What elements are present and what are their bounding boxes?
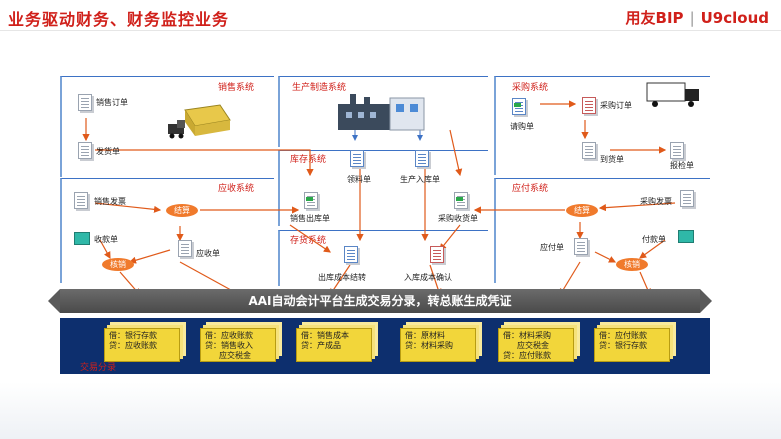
receivable-label: 应收单 xyxy=(196,249,220,258)
arrow-invoice-to-settle xyxy=(94,202,162,213)
receivable-system-label: 应收系统 xyxy=(218,184,255,194)
brand-divider: | xyxy=(689,9,695,27)
purchase-request-label: 请购单 xyxy=(510,122,534,131)
purchase-truck-icon xyxy=(646,82,699,107)
out-cost-doc-icon xyxy=(344,246,358,263)
inventory-system-box xyxy=(278,150,488,226)
brand-bip: 用友BIP xyxy=(625,9,684,27)
inventory-system-label: 库存系统 xyxy=(290,155,327,165)
payable-system-box xyxy=(494,178,710,283)
writeoff-right-oval: 核销 xyxy=(616,258,648,271)
purchase-system-box xyxy=(494,76,710,175)
payment-card-icon xyxy=(678,230,694,243)
receivable-doc-icon xyxy=(178,240,192,257)
purchase-invoice-label: 采购发票 xyxy=(640,197,672,206)
sales-invoice-doc-icon xyxy=(74,192,88,209)
out-cost-label: 出库成本结转 xyxy=(318,273,366,282)
production-in-doc-icon xyxy=(415,150,429,167)
entry-materials: 借：原材料贷：材料采购 xyxy=(400,328,476,362)
purchase-system-label: 采购系统 xyxy=(512,83,549,93)
receivable-system-box xyxy=(60,178,274,283)
sales-system-box xyxy=(60,76,274,177)
receipt-card-icon xyxy=(74,232,90,245)
entry-bank-receipt: 借：银行存款贷：应收账款 xyxy=(104,328,180,362)
arrow-pinv-to-settle xyxy=(598,202,676,212)
warehouse-truck-icon xyxy=(168,104,231,139)
settle-right-oval: 结算 xyxy=(566,204,598,217)
arrow-ap-to-writeoff xyxy=(594,251,617,263)
sales-system-label: 销售系统 xyxy=(218,83,255,93)
entry-ap-payment: 借：应付账款贷：银行存款 xyxy=(594,328,670,362)
arrow-delivery-to-out xyxy=(95,149,314,177)
page-title: 业务驱动财务、财务监控业务 xyxy=(8,10,230,29)
arrow-payment-to-writeoff xyxy=(639,239,666,259)
receipt-label: 收款单 xyxy=(94,235,118,244)
payment-label: 付款单 xyxy=(642,235,666,244)
in-cost-label: 入库成本确认 xyxy=(404,273,452,282)
stock-system-label: 存货系统 xyxy=(290,236,327,246)
requisition-label: 领料单 xyxy=(347,175,371,184)
payable-label: 应付单 xyxy=(540,243,564,252)
journal-entries-panel: 借：银行存款贷：应收账款 借：应收账款贷：销售收入应交税金 借：销售成本贷：产成… xyxy=(60,318,710,374)
sales-order-doc-icon xyxy=(78,94,92,111)
brand-cloud: U9cloud xyxy=(700,9,769,27)
purchase-order-label: 采购订单 xyxy=(600,101,632,110)
sales-invoice-label: 销售发票 xyxy=(94,197,126,206)
aai-banner: AAI自动会计平台生成交易分录，转总账生成凭证 xyxy=(48,289,712,313)
arrow-out-to-outcost xyxy=(289,224,331,253)
entry-cogs: 借：销售成本贷：产成品 xyxy=(296,328,372,362)
purchase-invoice-doc-icon xyxy=(680,190,694,207)
purchase-in-doc-icon xyxy=(454,192,468,209)
inspection-doc-icon xyxy=(670,142,684,159)
entry-ar-revenue: 借：应收账款贷：销售收入应交税金 xyxy=(200,328,276,362)
sales-order-label: 销售订单 xyxy=(96,98,128,107)
arrow-receipt-to-writeoff xyxy=(99,239,111,260)
transaction-label: 交易分录 xyxy=(80,363,117,373)
factory-icon xyxy=(338,94,425,131)
entry-purchase-ap: 借：材料采购应交税金贷：应付账款 xyxy=(498,328,574,362)
arrow-arrival-to-pin xyxy=(449,129,463,177)
production-in-label: 生产入库单 xyxy=(400,175,440,184)
purchase-request-doc-icon xyxy=(512,98,526,115)
settle-left-oval: 结算 xyxy=(166,204,198,217)
sales-out-doc-icon xyxy=(304,192,318,209)
footer-background xyxy=(0,382,781,439)
brand-logo: 用友BIP | U9cloud xyxy=(626,7,769,28)
requisition-doc-icon xyxy=(350,150,364,167)
purchase-order-doc-icon xyxy=(582,97,596,114)
inspection-label: 报检单 xyxy=(670,161,694,170)
payable-doc-icon xyxy=(574,238,588,255)
arrival-label: 到货单 xyxy=(600,155,624,164)
delivery-label: 发货单 xyxy=(96,147,120,156)
writeoff-left-oval: 核销 xyxy=(102,258,134,271)
arrow-ar-to-writeoff xyxy=(128,249,171,264)
arrival-doc-icon xyxy=(582,142,596,159)
sales-out-label: 销售出库单 xyxy=(290,214,330,223)
payable-system-label: 应付系统 xyxy=(512,184,549,194)
stock-system-box xyxy=(278,230,488,286)
arrow-pin-to-incost xyxy=(439,224,461,251)
header-divider xyxy=(0,30,781,31)
production-system-box xyxy=(278,76,488,147)
purchase-in-label: 采购收货单 xyxy=(438,214,478,223)
production-system-label: 生产制造系统 xyxy=(292,83,347,93)
in-cost-doc-icon xyxy=(430,246,444,263)
delivery-doc-icon xyxy=(78,142,92,159)
